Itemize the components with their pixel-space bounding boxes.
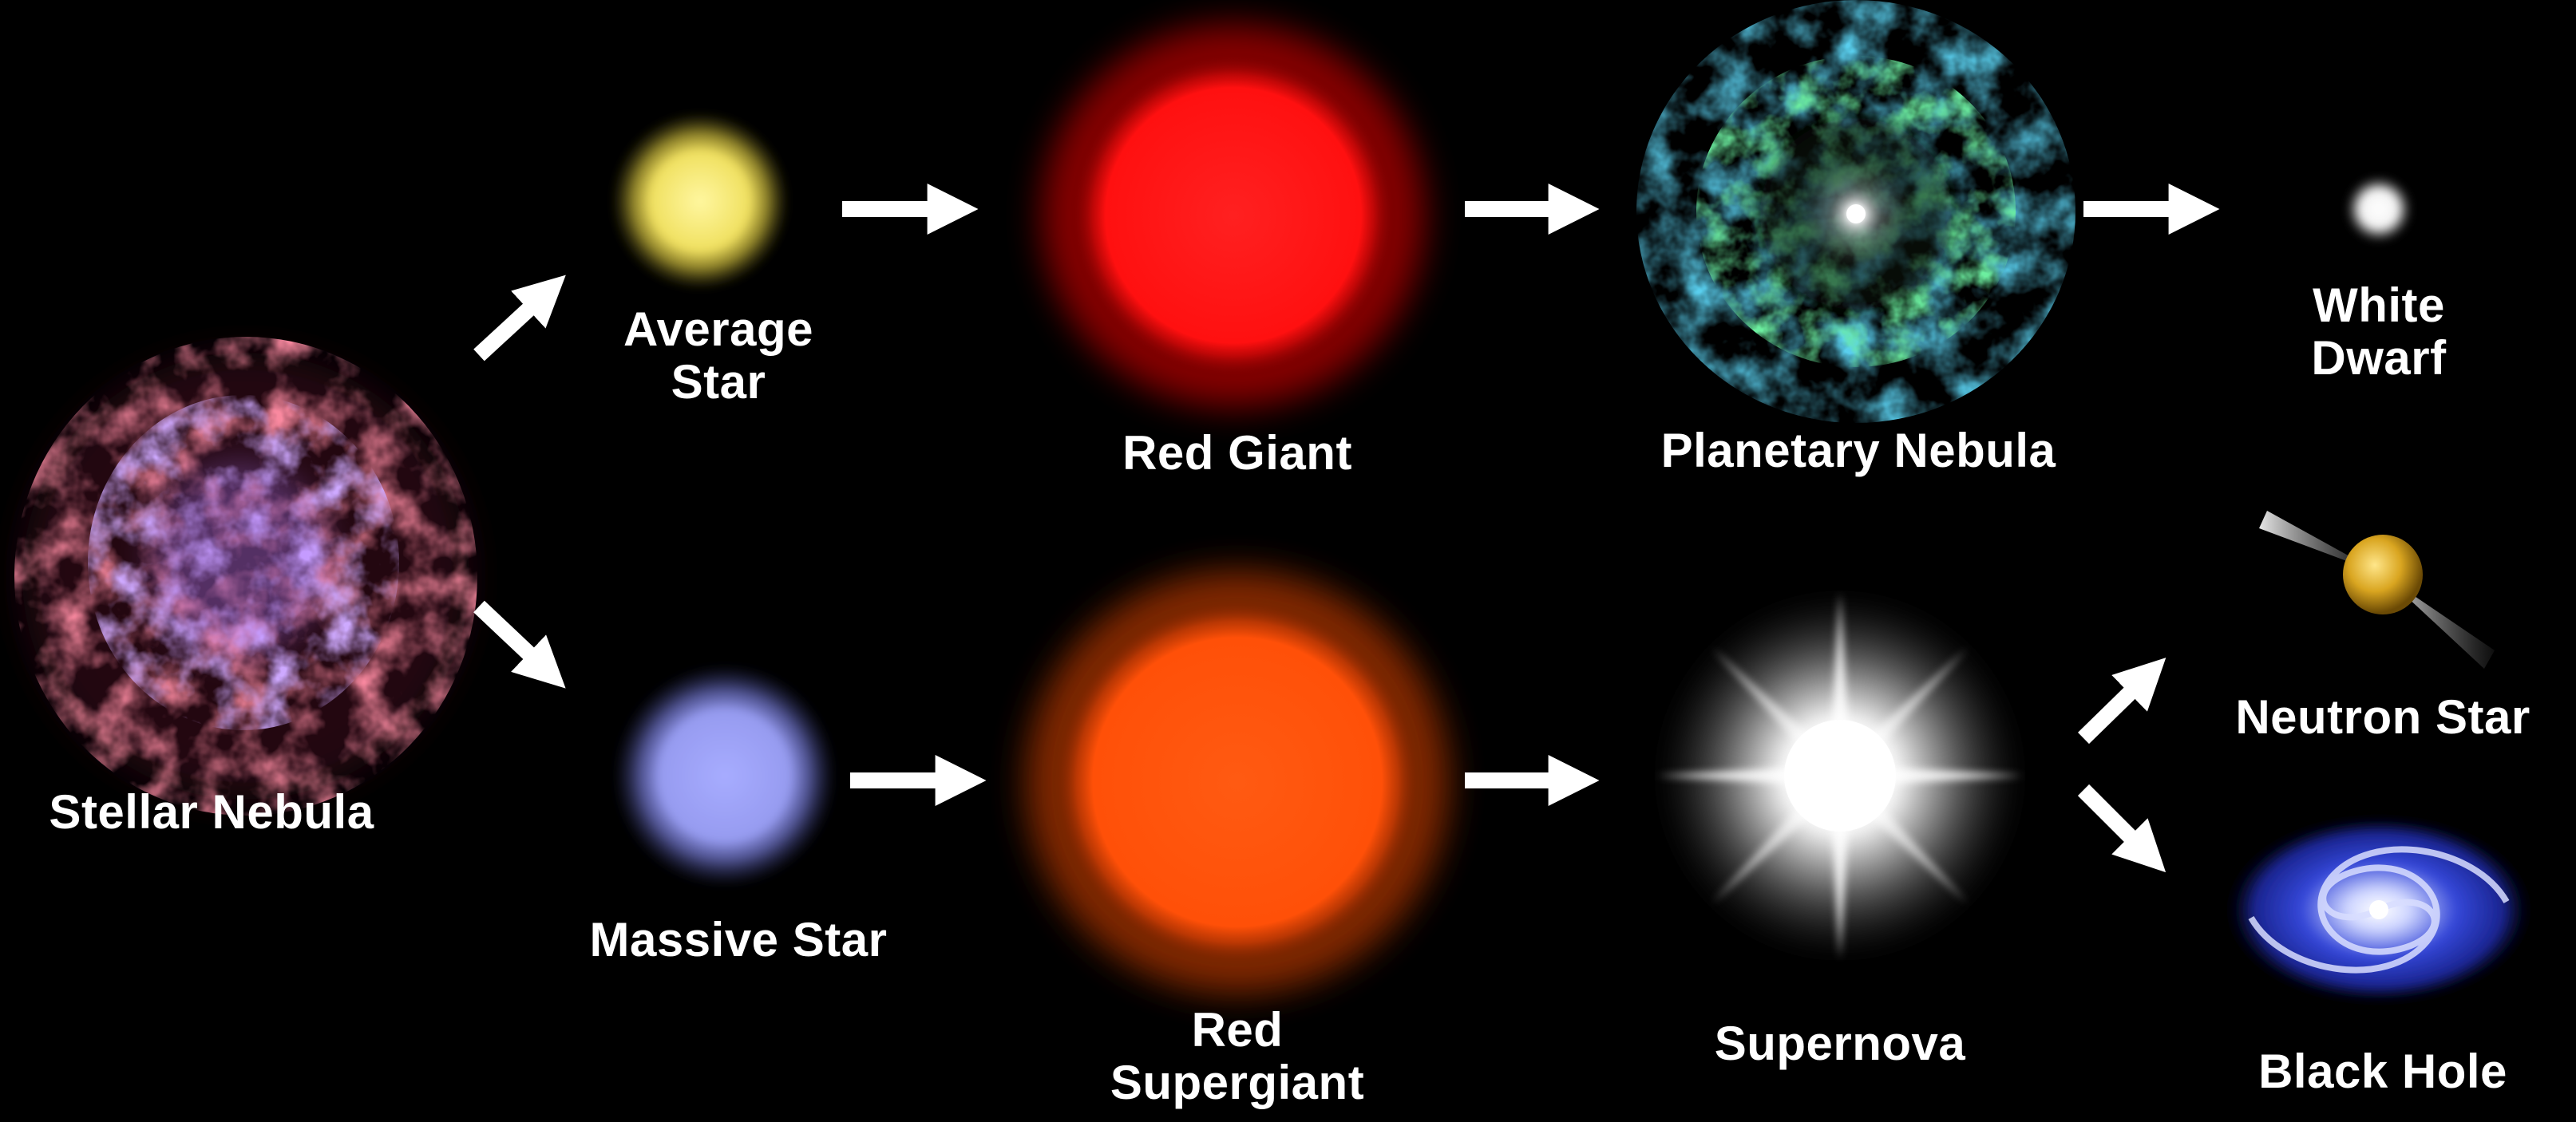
white-dwarf-label-line-1: White [2311,279,2446,332]
massive-star-illustration [613,664,837,887]
average-star-label: Average Star [623,303,813,409]
arrow-nebula-to-massive [479,606,551,674]
arrow-nebula-to-average [479,289,551,355]
white-dwarf-label: White Dwarf [2311,279,2446,385]
neutron-star-label: Neutron Star [2235,691,2530,744]
white-dwarf-label-line-2: Dwarf [2311,332,2446,385]
red-supergiant-illustration [1026,571,1449,994]
arrow-supernova-to-blackhole [2083,790,2151,858]
supernova-label: Supernova [1715,1017,1966,1070]
black-hole-illustration [2223,814,2534,1005]
planetary-nebula-label: Planetary Nebula [1661,425,2056,477]
average-star-illustration [611,112,789,290]
arrow-supernova-to-neutron [2083,672,2151,738]
stellar-nebula-label: Stellar Nebula [49,786,374,839]
red-supergiant-label-line-1: Red [1110,1004,1364,1057]
massive-star-label: Massive Star [590,914,888,966]
average-star-label-line-1: Average [623,303,813,356]
planetary-nebula-illustration [1636,0,2075,423]
white-dwarf-illustration [2345,176,2412,243]
black-hole-label: Black Hole [2258,1045,2507,1098]
red-giant-label: Red Giant [1122,427,1352,480]
supernova-illustration [1656,592,2024,959]
stellar-nebula-illustration [14,337,477,816]
red-supergiant-label: Red Supergiant [1110,1004,1364,1109]
neutron-star-illustration [2259,511,2495,669]
red-supergiant-label-line-2: Supergiant [1110,1057,1364,1109]
red-giant-illustration [1042,24,1425,407]
average-star-label-line-2: Star [623,356,813,409]
